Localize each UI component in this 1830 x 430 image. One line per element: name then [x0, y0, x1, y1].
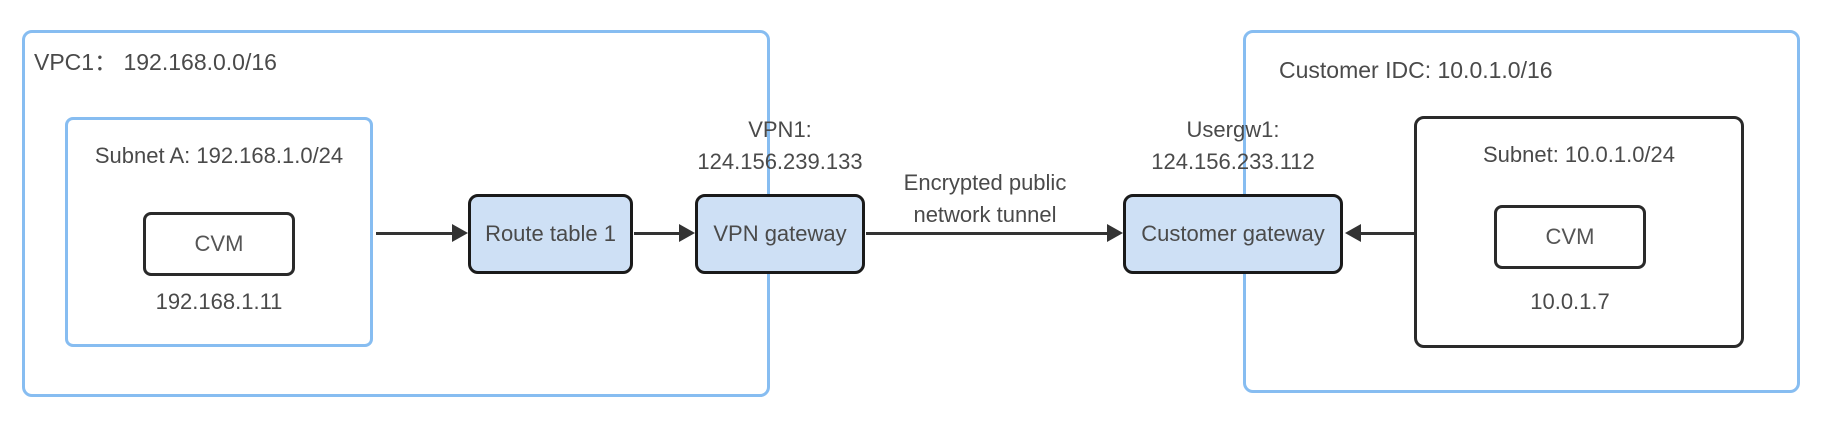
idc-subnet-container: [1414, 116, 1744, 348]
idc-subnet-label: Subnet: 10.0.1.0/24: [1482, 142, 1676, 167]
cvm-ip-right: 10.0.1.7: [1530, 289, 1610, 314]
vpc1-label: VPC1： 192.168.0.0/16: [34, 49, 277, 75]
arrow-routetable-to-vpngw-head: [679, 224, 695, 242]
vpn-gateway-caption: VPN1: 124.156.239.133: [670, 114, 890, 178]
cvm-label-left: CVM: [194, 231, 244, 256]
arrow-subnet-to-routetable-head: [452, 224, 468, 242]
vpn-gateway-node: VPN gateway: [695, 194, 865, 274]
customer-gateway-caption-name: Usergw1:: [1186, 117, 1280, 142]
subnet-a-container: [65, 117, 373, 347]
arrow-routetable-to-vpngw-line: [634, 232, 680, 235]
tunnel-caption-line2: network tunnel: [913, 202, 1057, 227]
customer-gateway-label: Customer gateway: [1141, 221, 1325, 246]
vpn-gateway-label: VPN gateway: [713, 221, 847, 246]
customer-gateway-node: Customer gateway: [1123, 194, 1343, 274]
subnet-a-label: Subnet A: 192.168.1.0/24: [94, 143, 344, 168]
vpn-gateway-caption-name: VPN1:: [748, 117, 812, 142]
tunnel-caption-line1: Encrypted public: [903, 170, 1067, 195]
route-table-node: Route table 1: [468, 194, 633, 274]
arrow-subnet-to-routetable-line: [376, 232, 454, 235]
arrow-subnet-to-customergw-line: [1361, 232, 1415, 235]
cvm-node-left: CVM: [143, 212, 295, 276]
tunnel-arrow-head: [1107, 224, 1123, 242]
tunnel-arrow-line: [866, 232, 1108, 235]
customer-gateway-caption: Usergw1: 124.156.233.112: [1123, 114, 1343, 178]
customer-idc-label: Customer IDC: 10.0.1.0/16: [1279, 57, 1553, 83]
cvm-ip-left: 192.168.1.11: [155, 289, 283, 314]
route-table-label: Route table 1: [485, 221, 616, 246]
tunnel-caption: Encrypted public network tunnel: [875, 167, 1095, 231]
vpn-gateway-caption-ip: 124.156.239.133: [697, 149, 863, 174]
cvm-node-right: CVM: [1494, 205, 1646, 269]
customer-gateway-caption-ip: 124.156.233.112: [1151, 149, 1315, 174]
cvm-label-right: CVM: [1545, 224, 1595, 249]
arrow-subnet-to-customergw-head: [1345, 224, 1361, 242]
